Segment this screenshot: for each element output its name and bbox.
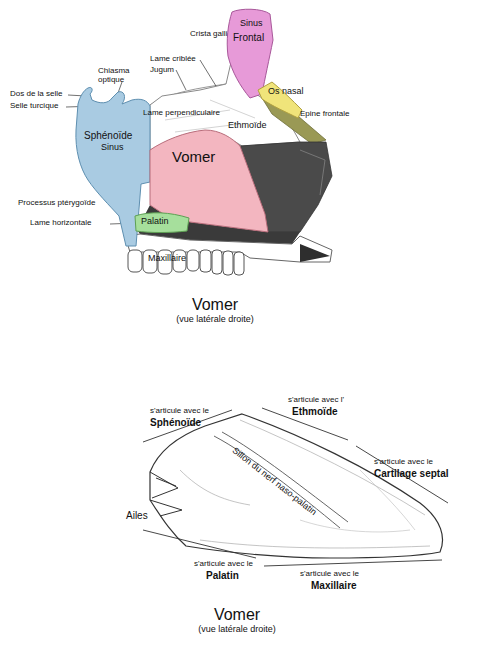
- vomer-outline: [150, 414, 443, 558]
- part-label: Lame horizontale: [30, 219, 91, 228]
- bone-name: Sinus: [240, 19, 263, 29]
- part-label: Ailes: [126, 510, 148, 521]
- palatine-bone: Palatin: [133, 210, 191, 234]
- bone-name: Os nasal: [268, 87, 304, 97]
- articulation-lines: [143, 408, 448, 566]
- figure-title: Vomer: [192, 296, 238, 314]
- articulation-note: s'articule avec le: [300, 570, 359, 579]
- part-label: Chiasma optique: [98, 67, 136, 85]
- nasopalatine-groove: [214, 432, 348, 528]
- part-label: Lame criblée: [150, 55, 196, 64]
- part-label: Epine frontale: [300, 110, 349, 119]
- part-label: Crista galli: [190, 30, 227, 39]
- articulation-note: s'articule avec le: [374, 458, 433, 467]
- vomer-wings: [150, 472, 182, 516]
- bone-label: Maxillaire: [148, 254, 186, 264]
- bone-label: Ethmoïde: [292, 406, 338, 417]
- bone-name: Sinus: [101, 143, 124, 153]
- bone-texture: [300, 470, 415, 532]
- bone-outline: [227, 9, 273, 98]
- part-label: Dos de la selle: [10, 90, 62, 99]
- bone-name: Frontal: [233, 32, 264, 43]
- figure-subtitle: (vue latérale droite): [176, 315, 254, 325]
- cavity-shading: [300, 150, 325, 195]
- bone-name: Sphénoïde: [84, 130, 132, 141]
- articulation-note: s'articule avec le: [150, 407, 209, 416]
- bone-texture: [180, 420, 430, 548]
- nasal-bone: Os nasal: [256, 80, 304, 120]
- bone-outline: [135, 213, 189, 233]
- bone-label: Sphénoïde: [150, 417, 201, 428]
- bone-label: Cartilage septal: [374, 468, 448, 479]
- bone-shape: [256, 80, 304, 120]
- part-label: Jugum: [150, 66, 174, 75]
- part-label: Selle turcique: [10, 102, 58, 111]
- maxilla-shadow: [300, 244, 330, 262]
- bone-label: Ethmoïde: [228, 121, 267, 131]
- figure-subtitle: (vue latérale droite): [198, 625, 276, 635]
- articulation-note: s'articule avec le: [194, 560, 253, 569]
- part-label: Lame perpendiculaire: [143, 109, 220, 118]
- figure-title: Vomer: [214, 606, 260, 624]
- part-label: Processus ptérygoïde: [18, 199, 95, 208]
- bone-label: Palatin: [206, 570, 239, 581]
- bone-name: Palatin: [141, 217, 169, 227]
- articulation-note: s'articule avec l': [288, 396, 344, 405]
- teeth: [128, 250, 244, 275]
- bone-name: Vomer: [172, 149, 215, 166]
- bone-label: Maxillaire: [311, 580, 357, 591]
